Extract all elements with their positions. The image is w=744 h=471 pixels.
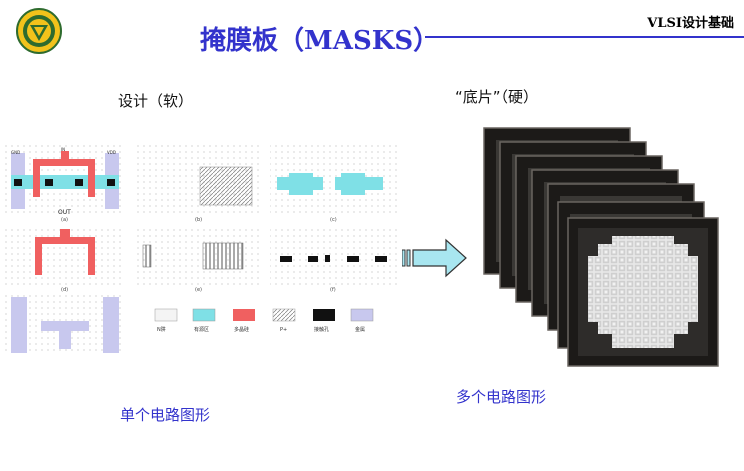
gate-stub xyxy=(61,151,69,161)
metal-g-t xyxy=(41,321,89,349)
legend-swatch-p-plus xyxy=(272,308,296,322)
single-circuit-caption: 单个电路图形 xyxy=(120,406,211,424)
legend-swatch-metal xyxy=(350,308,374,322)
p-plus-small xyxy=(142,244,152,268)
pin-label-in: IN xyxy=(61,147,65,152)
sub-label-b: (b) xyxy=(195,217,202,223)
legend-label-p-plus: P+ xyxy=(280,327,287,333)
university-seal-icon xyxy=(16,8,62,54)
pin-label-gnd: GND xyxy=(11,150,20,155)
active-shape-left xyxy=(277,173,323,195)
film-hard-label: “底片”（硬） xyxy=(455,88,539,106)
legend-label-n-well: N阱 xyxy=(157,326,166,333)
poly-gate-d-stub xyxy=(60,229,70,239)
contact-2 xyxy=(45,179,53,186)
sub-label-f: (f) xyxy=(330,287,336,293)
mask-stack xyxy=(483,127,719,367)
design-soft-label: 设计（软） xyxy=(118,92,194,110)
course-name: VLSI设计基础 xyxy=(647,16,734,31)
pin-label-vdd: VDD xyxy=(107,150,116,155)
sub-label-c: (c) xyxy=(330,217,337,223)
p-plus-large xyxy=(202,242,244,270)
legend-swatch-n-well xyxy=(154,308,178,322)
legend-swatch-poly xyxy=(233,309,255,321)
contact-f-4 xyxy=(347,256,359,262)
mask-wafer-pattern xyxy=(588,236,698,348)
contact-f-1 xyxy=(280,256,292,262)
contact-f-3 xyxy=(325,255,330,262)
legend-label-poly: 多晶硅 xyxy=(234,326,249,333)
multi-circuit-caption: 多个电路图形 xyxy=(456,388,547,406)
sub-label-d: (d) xyxy=(61,287,68,293)
poly-gate-d xyxy=(35,237,95,275)
page-title: 掩膜板（MASKS） xyxy=(200,26,440,56)
legend-label-active: 有源区 xyxy=(194,326,209,333)
title-divider xyxy=(425,36,744,38)
panel-f-grid xyxy=(270,225,400,285)
contact-4 xyxy=(107,179,115,186)
contact-3 xyxy=(75,179,83,186)
active-shape-right xyxy=(335,173,383,195)
right-arrow-icon xyxy=(402,238,467,278)
contact-f-2 xyxy=(308,256,318,262)
mask-plate-7 xyxy=(567,217,719,367)
poly-gate xyxy=(33,159,95,197)
sub-label-a: (a) xyxy=(61,217,68,223)
legend-label-metal: 金属 xyxy=(355,326,365,333)
contact-1 xyxy=(14,179,22,186)
legend-swatch-active xyxy=(192,308,216,322)
contact-f-5 xyxy=(375,256,387,262)
legend-swatch-contact xyxy=(313,309,335,321)
sub-label-e: (e) xyxy=(195,287,202,293)
active-region xyxy=(11,175,119,189)
layout-layers-figure: GND IN VDD OUT (a) (b) (c) (d) (e) (f) N… xyxy=(5,145,400,355)
metal-g-left xyxy=(11,297,27,353)
n-well-box xyxy=(199,166,253,206)
out-label: OUT xyxy=(58,209,71,216)
metal-g-right xyxy=(103,297,119,353)
legend-label-contact: 接触孔 xyxy=(314,326,329,333)
